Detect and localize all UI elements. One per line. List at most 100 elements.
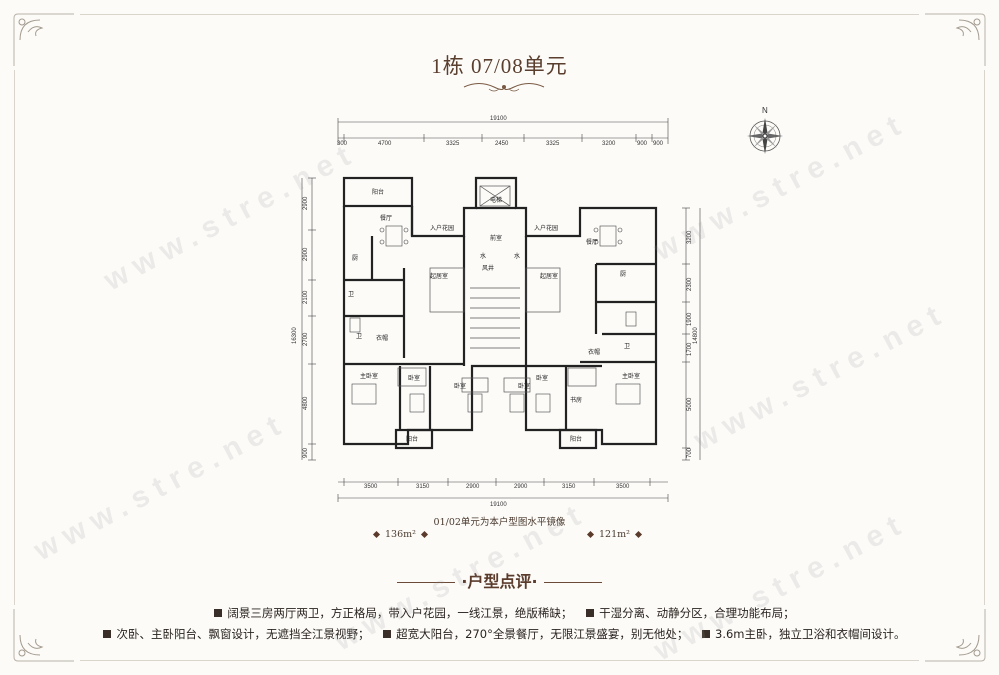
room-label: 入户花园 [534,224,558,232]
compass-label: N [762,106,768,115]
room-label: 卧室 [536,374,548,382]
room-label: 卧室 [408,374,420,382]
room-label: 主卧室 [622,372,640,380]
bullet-text: 干湿分离、动静分区，合理功能布局； [599,606,795,620]
bullet-text: 次卧、主卧阳台、飘窗设计，无遮挡全江景视野； [116,627,370,641]
top-dim: 900 [637,141,648,147]
room-label: 阳台 [570,435,582,443]
area-left: 136m² [368,529,433,540]
bullet-square-icon [103,630,112,638]
top-dim: 3325 [446,141,460,147]
review-heading: ·户型点评· [0,568,999,592]
room-label: 衣帽 [588,348,600,356]
diamond-icon [372,530,381,539]
right-total-dim: 14800 [693,327,699,344]
bottom-dim: 2900 [466,484,480,490]
left-dim: 4800 [303,396,309,410]
border-bottom [80,660,919,661]
diamond-icon [586,530,595,539]
top-dim: 3325 [546,141,560,147]
floor-plan: 19100 300 4700 3325 2450 3325 3200 900 9… [292,116,701,508]
room-label: 起居室 [430,272,448,280]
bullet-square-icon [214,609,223,617]
bottom-dim: 3500 [616,484,630,490]
room-label: 厨 [352,255,358,262]
room-label: 卫 [624,343,630,350]
border-top [80,14,919,15]
bullet-text: 3.6m主卧，独立卫浴和衣帽间设计。 [715,627,906,641]
left-total-dim: 16300 [292,327,298,344]
room-label: 电梯 [490,196,502,204]
bullet-square-icon [702,630,710,638]
bullet-square-icon [586,609,595,617]
room-label: 厨 [620,271,626,278]
room-label: 阳台 [406,435,418,443]
border-right [984,70,985,605]
compass-icon: N [747,106,783,154]
bullet-square-icon [383,630,392,638]
left-dim: 900 [303,447,309,458]
right-dim: 1900 [687,312,693,326]
top-total-dim: 19100 [490,116,507,122]
room-label: 书房 [570,396,582,404]
room-label: 卫 [356,333,362,340]
area-left-value: 136m² [385,529,416,540]
area-right: 121m² [582,529,647,540]
left-dim: 2700 [303,332,309,346]
bullet-text: 阔景三房两厅两卫，方正格局，带入户花园，一线江景，绝版稀缺； [227,606,573,620]
room-label: 餐厅 [586,238,598,246]
room-label: 水 [480,252,486,260]
corner-ornament-top-right [925,13,986,66]
right-dim: 700 [687,447,693,458]
review-title: 户型点评 [467,572,532,591]
bullet-text: 超宽大阳台，270°全景餐厅，无限江景盛宴，别无他处； [396,627,689,641]
room-label: 卧室 [454,382,466,390]
room-label: 前室 [490,234,502,242]
right-dim: 1700 [687,342,693,356]
room-label: 卫 [348,291,354,298]
right-dim: 5000 [687,397,693,411]
divider [543,582,602,583]
title-ornament [463,83,545,92]
bullet-row: 阔景三房两厅两卫，方正格局，带入户花园，一线江景，绝版稀缺； 干湿分离、动静分区… [0,603,999,624]
review-bullets: 阔景三房两厅两卫，方正格局，带入户花园，一线江景，绝版稀缺； 干湿分离、动静分区… [0,603,999,645]
top-dim: 2450 [495,141,509,147]
room-label: 衣帽 [376,334,388,342]
area-right-value: 121m² [599,529,630,540]
bottom-dim: 2900 [514,484,528,490]
diamond-icon [634,530,642,539]
room-label: 起居室 [540,272,558,280]
room-label: 主卧室 [360,372,378,380]
room-label: 阳台 [372,188,384,196]
border-left [14,70,15,605]
room-label: 餐厅 [380,214,392,222]
left-dim: 2900 [303,196,309,210]
room-label: 风井 [482,264,494,272]
watermark: www.stre.net [28,405,293,568]
top-dim: 300 [337,141,348,147]
corner-ornament-bottom-right [925,609,986,662]
page-title: 1栋 07/08单元 [431,54,568,78]
bullet-row: 次卧、主卧阳台、飘窗设计，无遮挡全江景视野； 超宽大阳台，270°全景餐厅，无限… [0,624,999,645]
bottom-dim: 3150 [416,484,430,490]
top-dim: 900 [653,141,664,147]
bottom-dim: 3150 [562,484,576,490]
divider [397,582,456,583]
diamond-icon [420,530,428,539]
top-dim: 3200 [602,141,616,147]
left-dim: 2900 [303,247,309,261]
corner-ornament-top-left [13,13,74,66]
top-dim: 4700 [378,141,392,147]
left-dim: 2100 [303,290,309,304]
room-label: 水 [514,252,520,260]
bottom-total-dim: 19100 [490,502,507,508]
mirror-note: 01/02单元为本户型图水平镜像 [433,517,566,528]
right-dim: 3200 [687,230,693,244]
right-dim: 2300 [687,277,693,291]
room-label: 入户花园 [430,224,454,232]
watermark: www.stre.net [688,295,953,458]
corner-ornament-bottom-left [13,609,74,662]
room-label: 卧室 [518,382,530,390]
bottom-dim: 3500 [364,484,378,490]
